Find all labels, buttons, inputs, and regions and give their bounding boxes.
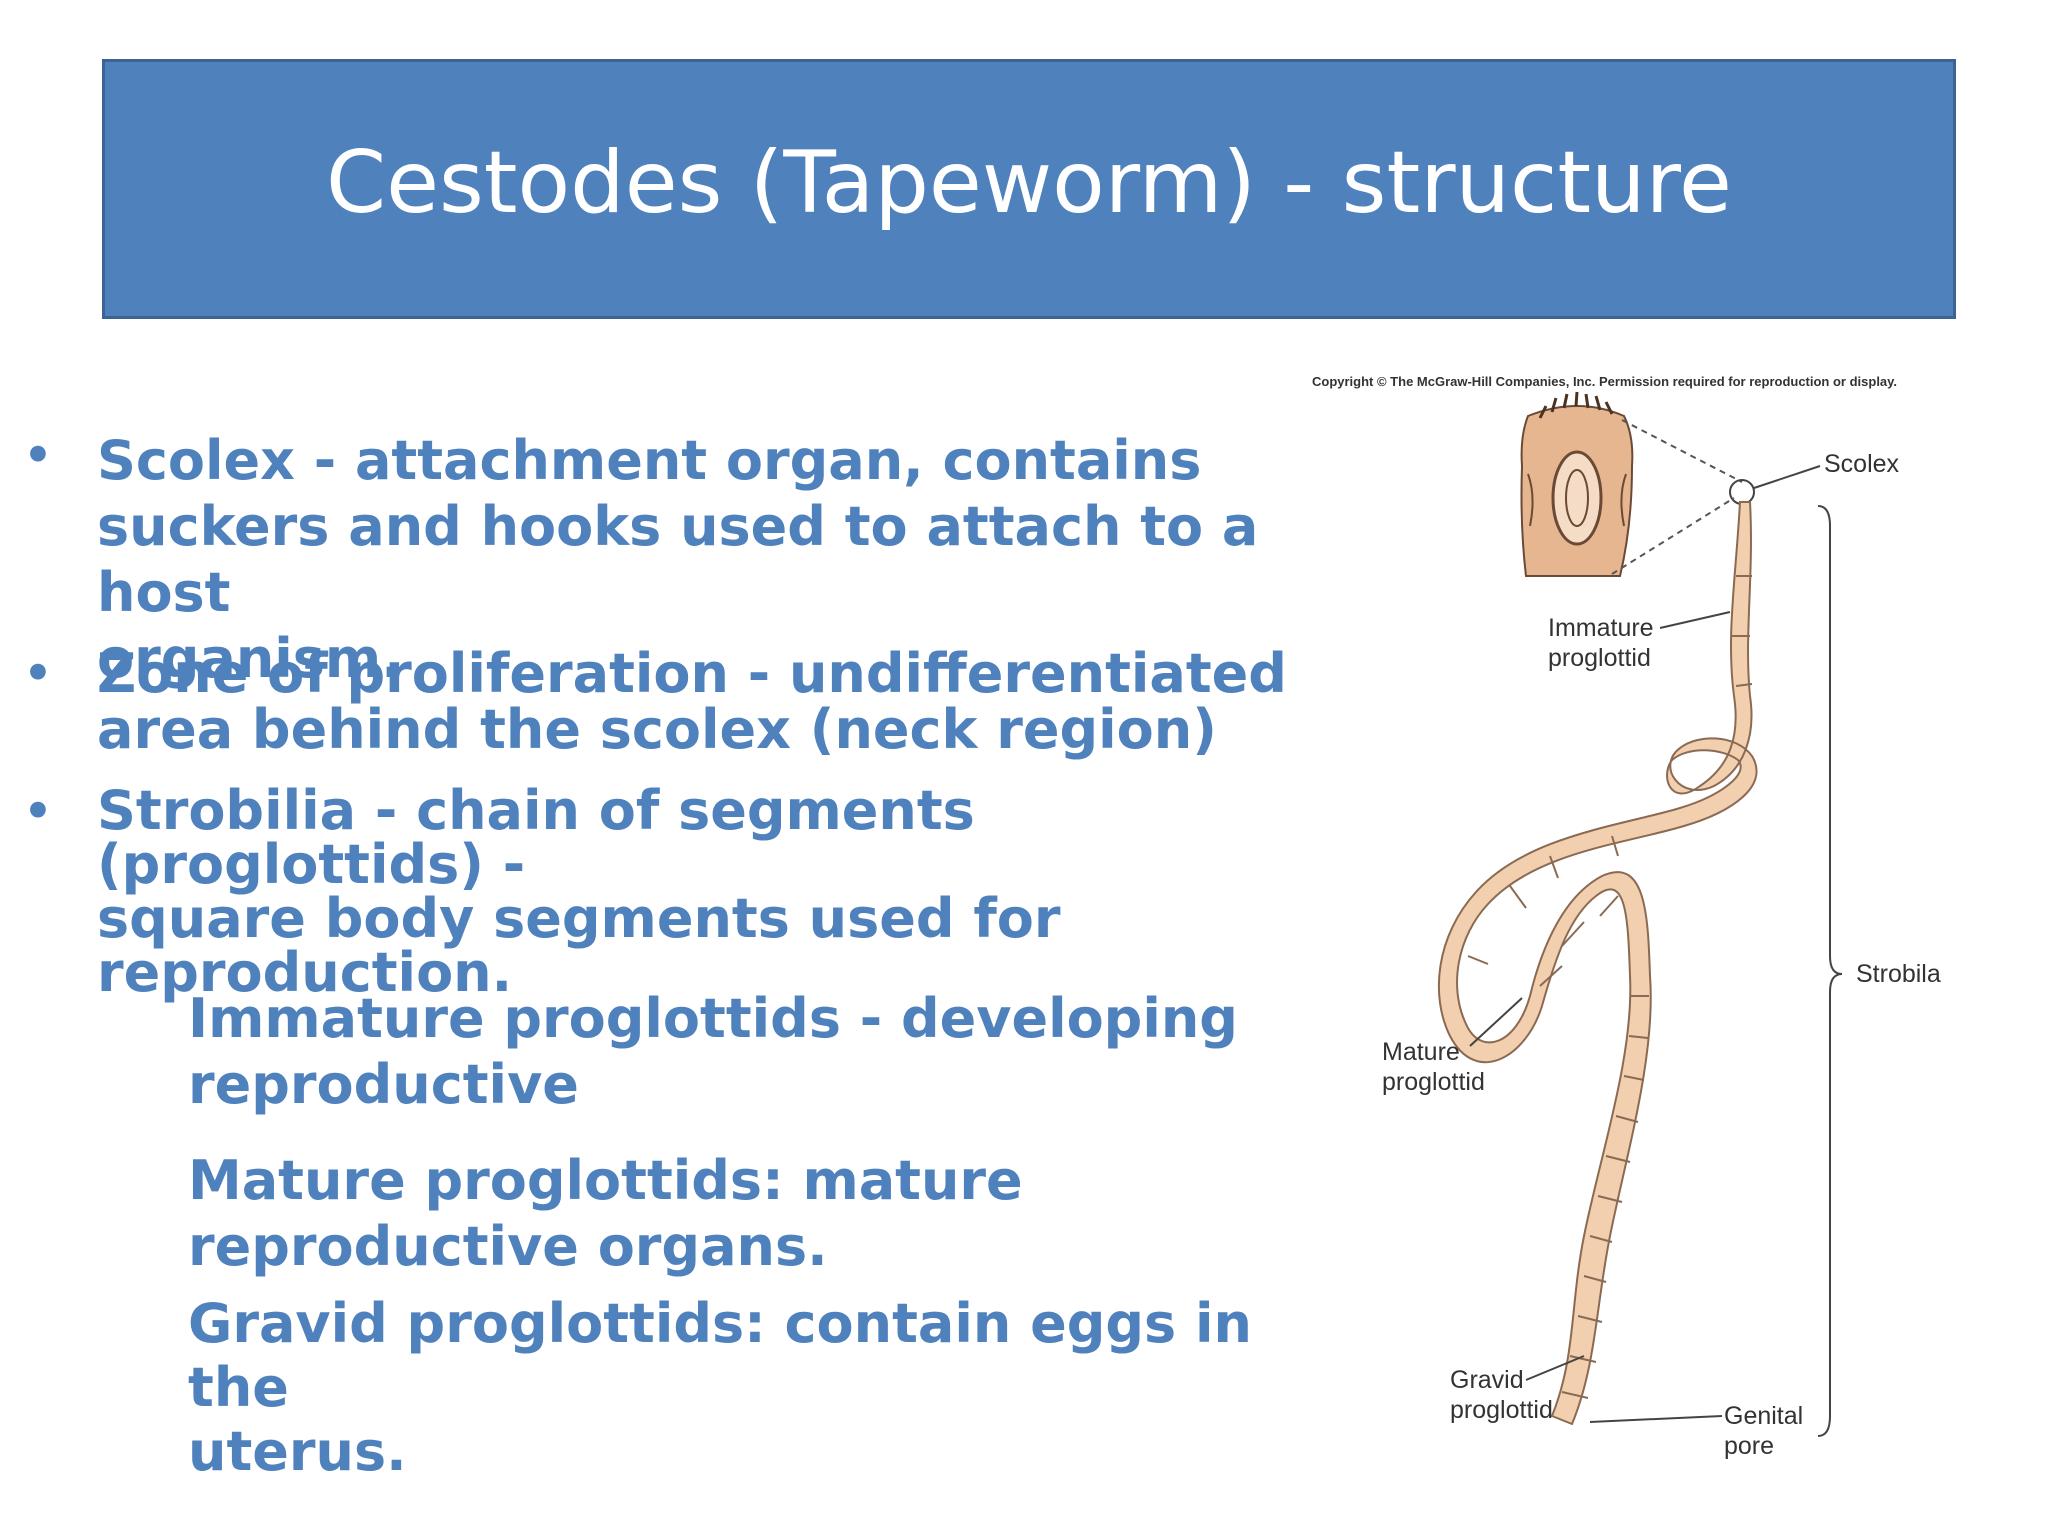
label-genital-pore: pore [1724, 1432, 1774, 1460]
bullet-strobilia: Strobilia - chain of segments (proglotti… [97, 784, 1337, 1000]
bullet-line: Strobilia - chain of segments (proglotti… [97, 779, 975, 896]
label-gravid-proglottid: proglottid [1450, 1396, 1553, 1424]
label-mature: Mature [1382, 1038, 1460, 1066]
label-mature-proglottid: proglottid [1382, 1068, 1485, 1096]
sub-line: uterus. [188, 1420, 407, 1483]
sub-line: Gravid proglottids: contain eggs in the [188, 1292, 1252, 1419]
copyright-text: Copyright © The McGraw-Hill Companies, I… [1312, 374, 1897, 389]
slide-title: Cestodes (Tapeworm) - structure [326, 133, 1732, 233]
bullet-line: organism. [97, 627, 402, 690]
tapeworm-diagram: Copyright © The McGraw-Hill Companies, I… [1312, 374, 1941, 1460]
bullet-marker: • [22, 424, 54, 487]
scolex-enlarged-icon [1520, 391, 1634, 577]
label-gravid: Gravid [1450, 1366, 1524, 1394]
label-strobila: Strobila [1856, 960, 1941, 988]
bullet-scolex: Scolex - attachment organ, contains suck… [97, 428, 1337, 692]
bullet-line: Scolex - attachment organ, contains [97, 429, 1202, 492]
label-scolex: Scolex [1824, 450, 1900, 478]
title-bar: Cestodes (Tapeworm) - structure [102, 59, 1956, 319]
sub-line: reproductive organs. [188, 1215, 828, 1278]
strobila-brace [1817, 505, 1843, 1437]
label-immature: Immature [1548, 614, 1654, 642]
sub-item-gravid: Gravid proglottids: contain eggs in the … [188, 1292, 1328, 1484]
bullet-marker: • [22, 642, 54, 705]
bullet-zone-of-proliferation: Zone of proliferation - undifferentiated… [97, 646, 1337, 758]
tapeworm-figure: Copyright © The McGraw-Hill Companies, I… [1300, 356, 2020, 1486]
bullet-line: suckers and hooks used to attach to a ho… [97, 495, 1259, 624]
label-genital: Genital [1724, 1402, 1803, 1430]
bullet-line: Zone of proliferation - undifferentiated [97, 642, 1287, 705]
sub-line: Immature proglottids - developing [188, 987, 1238, 1050]
bullet-line: reproduction. [97, 941, 513, 1004]
sub-line: Mature proglottids: mature [188, 1149, 1023, 1212]
sub-item-mature: Mature proglottids: mature reproductive … [188, 1148, 1328, 1280]
sub-line: reproductive [188, 1053, 579, 1116]
bullet-line: square body segments used for [97, 887, 1061, 950]
sub-item-immature: Immature proglottids - developing reprod… [188, 986, 1328, 1118]
bullet-line: area behind the scolex (neck region) [97, 698, 1217, 761]
label-immature-proglottid: proglottid [1548, 644, 1651, 672]
bullet-marker: • [22, 780, 54, 843]
tapeworm-body-icon [1437, 501, 1758, 1426]
